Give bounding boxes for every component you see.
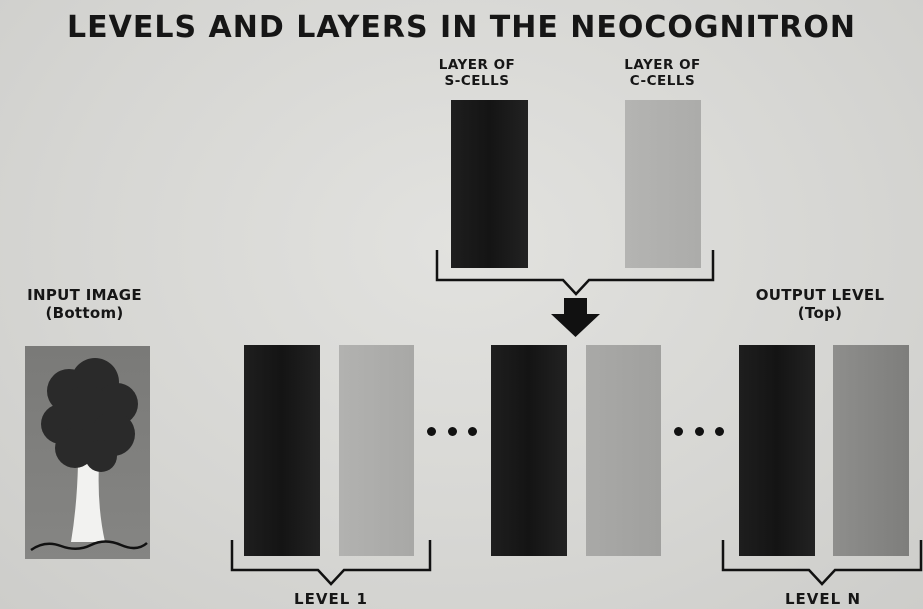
s-cells-label: LAYER OF S-CELLS bbox=[436, 57, 518, 90]
legend-c-cells-layer bbox=[625, 100, 701, 268]
input-image-label-line-1: INPUT IMAGE bbox=[27, 286, 142, 304]
ellipsis-dot bbox=[448, 427, 457, 436]
down-arrow-icon bbox=[551, 298, 600, 337]
level-n-c-cells-layer bbox=[833, 345, 909, 556]
ellipsis-dot bbox=[715, 427, 724, 436]
middle-level-c-cells-layer bbox=[586, 345, 661, 556]
c-cells-label: LAYER OF C-CELLS bbox=[615, 57, 710, 90]
s-cells-label-line-2: S-CELLS bbox=[444, 72, 510, 89]
s-cells-label-line-1: LAYER OF bbox=[438, 57, 516, 73]
level-1-s-cells-layer bbox=[244, 345, 320, 556]
level-1-c-cells-layer bbox=[339, 345, 414, 556]
ellipsis-dot bbox=[674, 427, 683, 436]
input-image bbox=[25, 346, 150, 559]
tree-icon bbox=[30, 358, 148, 552]
diagram-title: LEVELS AND LAYERS IN THE NEOCOGNITRON bbox=[67, 10, 856, 45]
level-1-label: LEVEL 1 bbox=[294, 590, 368, 608]
output-level-label: OUTPUT LEVEL (Top) bbox=[730, 286, 910, 322]
level-n-label: LEVEL N bbox=[785, 590, 861, 608]
ellipsis-dot bbox=[468, 427, 477, 436]
c-cells-label-line-2: C-CELLS bbox=[629, 72, 696, 89]
output-level-label-line-1: OUTPUT LEVEL bbox=[755, 286, 885, 304]
ellipsis-dot bbox=[427, 427, 436, 436]
level-n-brace bbox=[721, 540, 923, 586]
input-image-label-line-2: (Bottom) bbox=[45, 303, 124, 322]
middle-level-s-cells-layer bbox=[491, 345, 567, 556]
level-n-s-cells-layer bbox=[739, 345, 815, 556]
level-1-brace bbox=[230, 540, 432, 586]
ellipsis-dot bbox=[695, 427, 704, 436]
output-level-label-line-2: (Top) bbox=[797, 303, 843, 322]
input-image-label: INPUT IMAGE (Bottom) bbox=[2, 286, 167, 322]
legend-s-cells-layer bbox=[451, 100, 528, 268]
legend-brace bbox=[435, 250, 715, 296]
c-cells-label-line-1: LAYER OF bbox=[624, 57, 701, 73]
